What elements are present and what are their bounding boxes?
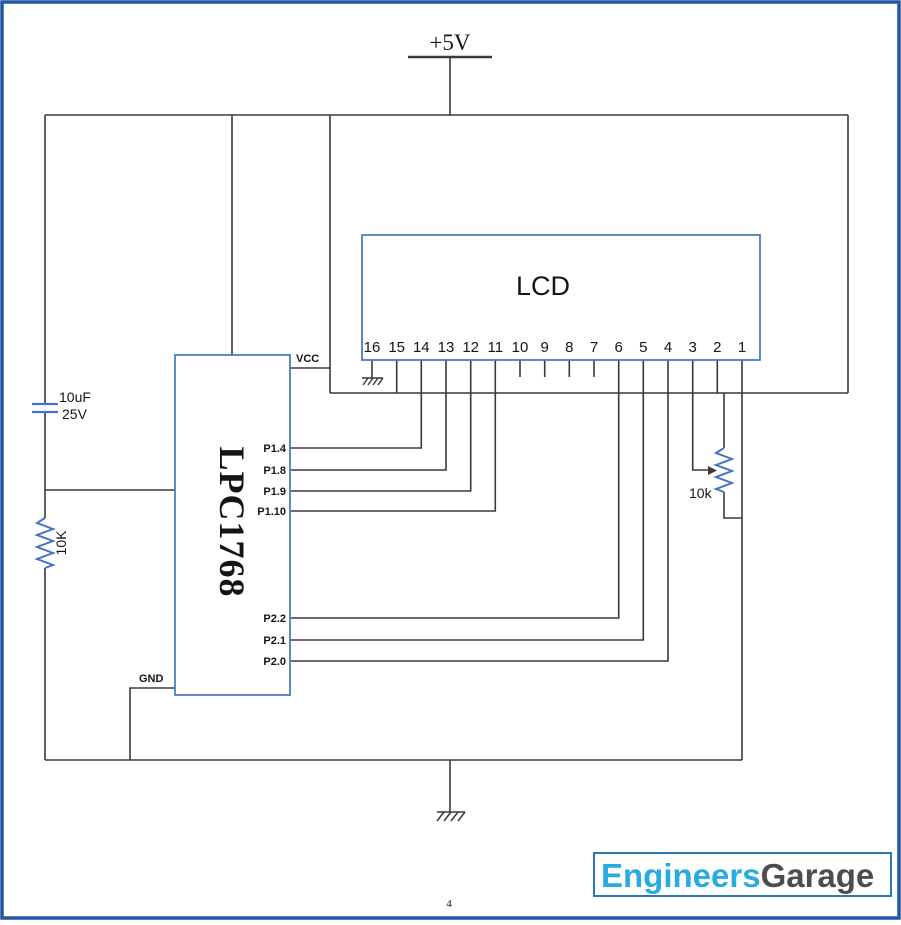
resistor-value-label: 10K — [53, 530, 69, 556]
logo: EngineersGarage — [593, 852, 892, 897]
resistor-symbol — [34, 517, 56, 569]
lcd-pin-number-11: 11 — [488, 339, 504, 356]
lcd-pin12-wire — [290, 360, 472, 492]
ground-symbol-lcd-pin16 — [362, 377, 384, 386]
lcd-pin-number-16: 16 — [364, 339, 381, 356]
lcd-pin-number-1: 1 — [738, 339, 746, 356]
mcu-box — [174, 354, 291, 696]
mcu-pin-label-p2-1: P2.1 — [263, 635, 286, 647]
lcd-title: LCD — [516, 271, 570, 301]
logo-box — [593, 852, 892, 897]
lcd-pin-number-7: 7 — [590, 339, 598, 356]
capacitor-voltage-label: 25V — [62, 406, 88, 422]
lcd-pin-number-2: 2 — [713, 339, 721, 356]
potentiometer-symbol — [713, 447, 735, 493]
logo-text-secondary: Garage — [761, 857, 875, 894]
mcu-pin-label-p2-2: P2.2 — [263, 613, 286, 625]
mcu-pin-label-p1-10: P1.10 — [257, 506, 286, 518]
mcu-vcc-label: VCC — [296, 353, 319, 365]
lcd-pin-number-15: 15 — [388, 339, 405, 356]
lcd-pin-number-4: 4 — [664, 339, 672, 356]
lcd-pin-number-10: 10 — [512, 339, 529, 356]
lcd-pin-number-5: 5 — [639, 339, 647, 356]
lcd-box — [361, 234, 761, 361]
mcu-pin-label-p2-0: P2.0 — [263, 656, 286, 668]
page-number: 4 — [446, 898, 452, 910]
mcu-gnd-label: GND — [139, 673, 164, 685]
mcu-gnd-wire — [129, 687, 175, 760]
mcu-pin-labels: VCC GND P1.4 P1.8 P1.9 P1.10 P2.2 P2.1 P… — [139, 353, 319, 685]
power-supply-label: +5V — [429, 30, 470, 55]
mcu-pin-label-p1-9: P1.9 — [263, 486, 286, 498]
ground-symbol-bottom — [436, 811, 466, 822]
capacitor-symbol — [32, 402, 58, 414]
pot-bottom-lead — [723, 492, 742, 519]
lcd-pin6-wire — [290, 360, 620, 619]
mcu-pin-label-p1-4: P1.4 — [263, 443, 287, 455]
lcd-pin-number-12: 12 — [462, 339, 479, 356]
mcu-name: LPC1768 — [212, 447, 252, 598]
capacitor-value-label: 10uF — [59, 389, 91, 405]
lcd-pin-number-6: 6 — [615, 339, 623, 356]
lcd-pin-number-8: 8 — [565, 339, 573, 356]
logo-text: EngineersGarage — [601, 857, 874, 894]
pot-wiper-arrowhead — [708, 466, 717, 475]
lcd-pin3-wire — [691, 360, 709, 471]
pot-value-label: 10k — [689, 485, 713, 501]
lcd-pin-number-9: 9 — [541, 339, 549, 356]
mcu-pin-label-p1-8: P1.8 — [263, 465, 286, 477]
logo-text-primary: Engineers — [601, 857, 761, 894]
lcd-pin13-wire — [290, 360, 447, 471]
wires — [44, 55, 849, 812]
lcd-pin-number-13: 13 — [438, 339, 455, 356]
lcd-pin14-wire — [290, 360, 423, 449]
lcd-pin11-wire — [290, 360, 497, 512]
lcd-pin-numbers: 16 15 14 13 12 11 10 9 8 7 6 5 4 3 2 1 — [364, 339, 747, 356]
lcd-pin5-wire — [290, 360, 645, 641]
lcd-pin-number-14: 14 — [413, 339, 430, 356]
lcd-pin4-wire — [290, 360, 669, 662]
lcd-pin-number-3: 3 — [689, 339, 697, 356]
